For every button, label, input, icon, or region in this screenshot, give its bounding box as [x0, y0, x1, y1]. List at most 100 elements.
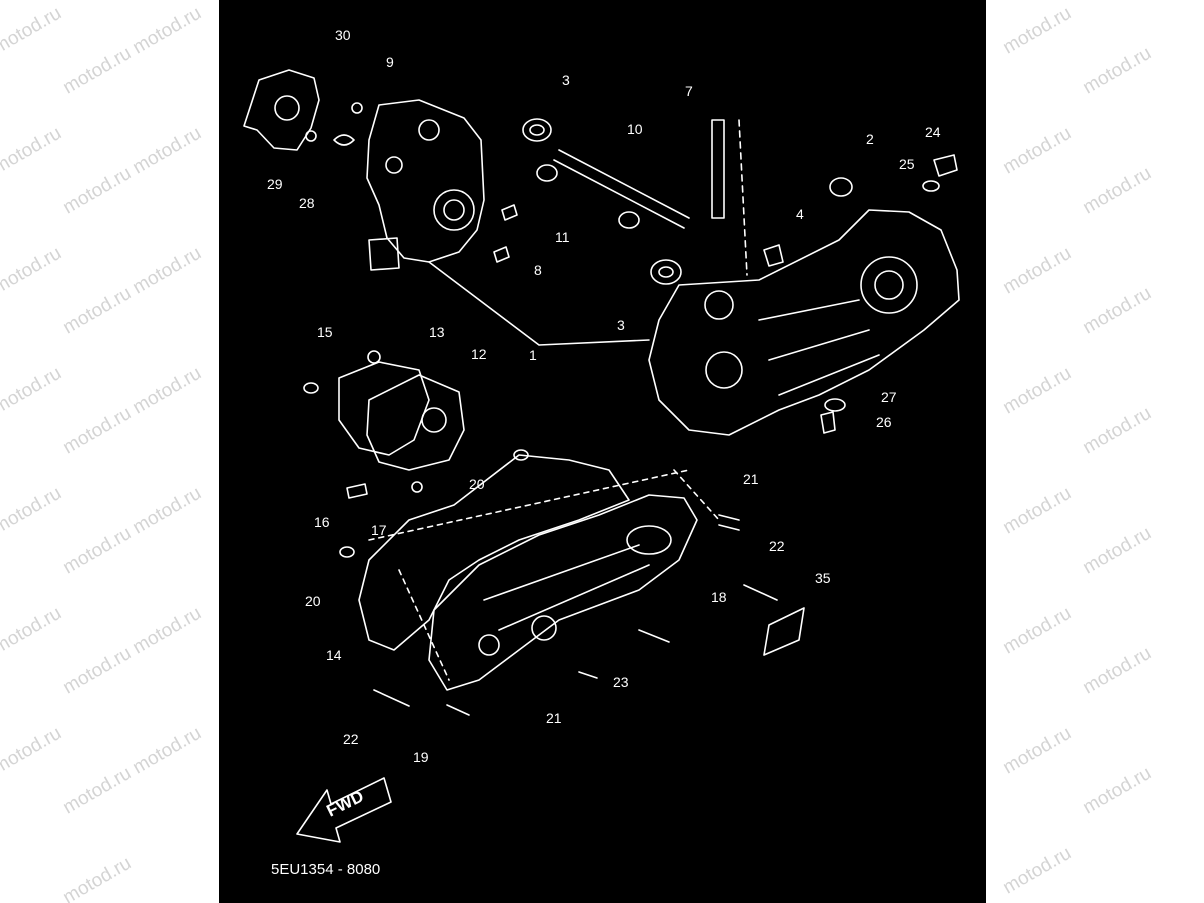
part-21-bolt-b — [578, 671, 598, 679]
watermark-text: motod.ru — [59, 642, 135, 699]
callout-30: 30 — [335, 27, 351, 43]
part-15-dowel — [367, 350, 381, 364]
watermark-text: motod.ru — [129, 482, 205, 539]
watermark-text: motod.ru — [999, 722, 1075, 779]
part-21-bolt-a — [718, 514, 740, 531]
callout-4: 4 — [796, 206, 804, 222]
callout-3-upper: 3 — [562, 72, 570, 88]
drawing-code: 5EU1354 - 8080 — [271, 861, 381, 878]
callout-14: 14 — [326, 647, 342, 663]
watermark-text: motod.ru — [1079, 642, 1155, 699]
watermark-text: motod.ru — [1079, 402, 1155, 459]
part-35-label — [763, 607, 805, 656]
watermark-text: motod.ru — [129, 722, 205, 779]
part-3-bearing-lower — [650, 259, 682, 285]
part-2-collar — [829, 177, 853, 197]
watermark-text: motod.ru — [59, 42, 135, 99]
watermark-text: motod.ru — [0, 602, 65, 659]
watermark-text: motod.ru — [0, 482, 65, 539]
part-11-seal-a — [536, 164, 558, 182]
part-28-clip — [333, 134, 355, 146]
part-30-hole — [274, 95, 300, 121]
callout-28: 28 — [299, 195, 315, 211]
watermark-text: motod.ru — [59, 762, 135, 819]
watermark-text: motod.ru — [0, 362, 65, 419]
callout-22-left: 22 — [343, 731, 359, 747]
right-case-bearing-bore — [860, 256, 918, 314]
callout-16: 16 — [314, 514, 330, 530]
watermark-text: motod.ru — [0, 2, 65, 59]
watermark-text: motod.ru — [1079, 42, 1155, 99]
part-16-bolt — [346, 483, 368, 499]
right-crankcase-half — [648, 209, 960, 436]
watermark-text: motod.ru — [999, 602, 1075, 659]
part-25-oring — [922, 180, 940, 192]
callout-21-upper: 21 — [743, 471, 759, 487]
part-29-bolt — [305, 130, 317, 142]
callout-21-lower: 21 — [546, 710, 562, 726]
callout-1: 1 — [529, 347, 537, 363]
left-crankcase-half — [366, 99, 485, 263]
callout-17: 17 — [371, 522, 387, 538]
watermark-text: motod.ru — [999, 842, 1075, 899]
part-13-cover — [338, 361, 430, 456]
callout-7: 7 — [685, 83, 693, 99]
part-24-plug — [933, 154, 958, 177]
part-11-seal-b — [618, 211, 640, 229]
watermark-text: motod.ru — [999, 362, 1075, 419]
part-23-bolt — [638, 629, 670, 643]
watermark-text: motod.ru — [999, 242, 1075, 299]
watermark-text: motod.ru — [129, 2, 205, 59]
watermark-text: motod.ru — [1079, 162, 1155, 219]
part-19-dowel — [446, 704, 470, 716]
part-3-bearing-upper — [522, 118, 552, 142]
watermark-text: motod.ru — [129, 602, 205, 659]
watermark-text: motod.ru — [999, 482, 1075, 539]
part-22-bolt-a — [743, 584, 778, 601]
part-8-dowel-a — [501, 204, 518, 221]
callout-11: 11 — [555, 229, 570, 245]
watermark-text: motod.ru — [0, 722, 65, 779]
callout-20-upper: 20 — [469, 476, 485, 492]
callout-19: 19 — [413, 749, 429, 765]
watermark-text: motod.ru — [129, 362, 205, 419]
watermark-text: motod.ru — [129, 242, 205, 299]
callout-8: 8 — [534, 262, 542, 278]
callout-9: 9 — [386, 54, 394, 70]
part-22-bolt-b — [373, 689, 410, 707]
callout-13: 13 — [429, 324, 445, 340]
part-14-gasket — [358, 454, 630, 651]
watermark-text: motod.ru — [0, 122, 65, 179]
watermark-text: motod.ru — [1079, 522, 1155, 579]
callout-27: 27 — [881, 389, 897, 405]
callout-23: 23 — [613, 674, 629, 690]
part-9-bolt — [351, 102, 363, 114]
watermark-text: motod.ru — [59, 402, 135, 459]
watermark-text: motod.ru — [59, 162, 135, 219]
callout-24: 24 — [925, 124, 941, 140]
part-4-damper — [763, 244, 784, 267]
watermark-text: motod.ru — [0, 242, 65, 299]
part-8-dowel-b — [493, 246, 510, 263]
callout-10: 10 — [627, 121, 643, 137]
callout-2: 2 — [866, 131, 874, 147]
bearing-seat-left — [433, 189, 475, 231]
callout-12: 12 — [471, 346, 487, 362]
part-15-dowel-b — [303, 382, 319, 394]
part-10-shaft — [553, 149, 690, 229]
watermark-text: motod.ru — [999, 122, 1075, 179]
part-7-pin — [711, 119, 725, 219]
callout-18: 18 — [711, 589, 727, 605]
exploded-diagram-panel: 30 9 3 7 10 2 24 25 29 28 4 11 8 3 1 15 … — [219, 0, 986, 903]
watermark-text: motod.ru — [59, 522, 135, 579]
watermark-text: motod.ru — [59, 282, 135, 339]
callout-35: 35 — [815, 570, 831, 586]
callout-15: 15 — [317, 324, 333, 340]
callout-26: 26 — [876, 414, 892, 430]
part-27-gasket — [824, 398, 846, 412]
callout-29: 29 — [267, 176, 283, 192]
part-26-drain-bolt — [820, 411, 836, 434]
part-18-crankcase-cover — [428, 494, 698, 691]
left-case-mount-block — [368, 237, 400, 271]
exploded-parts-drawing — [243, 69, 960, 843]
